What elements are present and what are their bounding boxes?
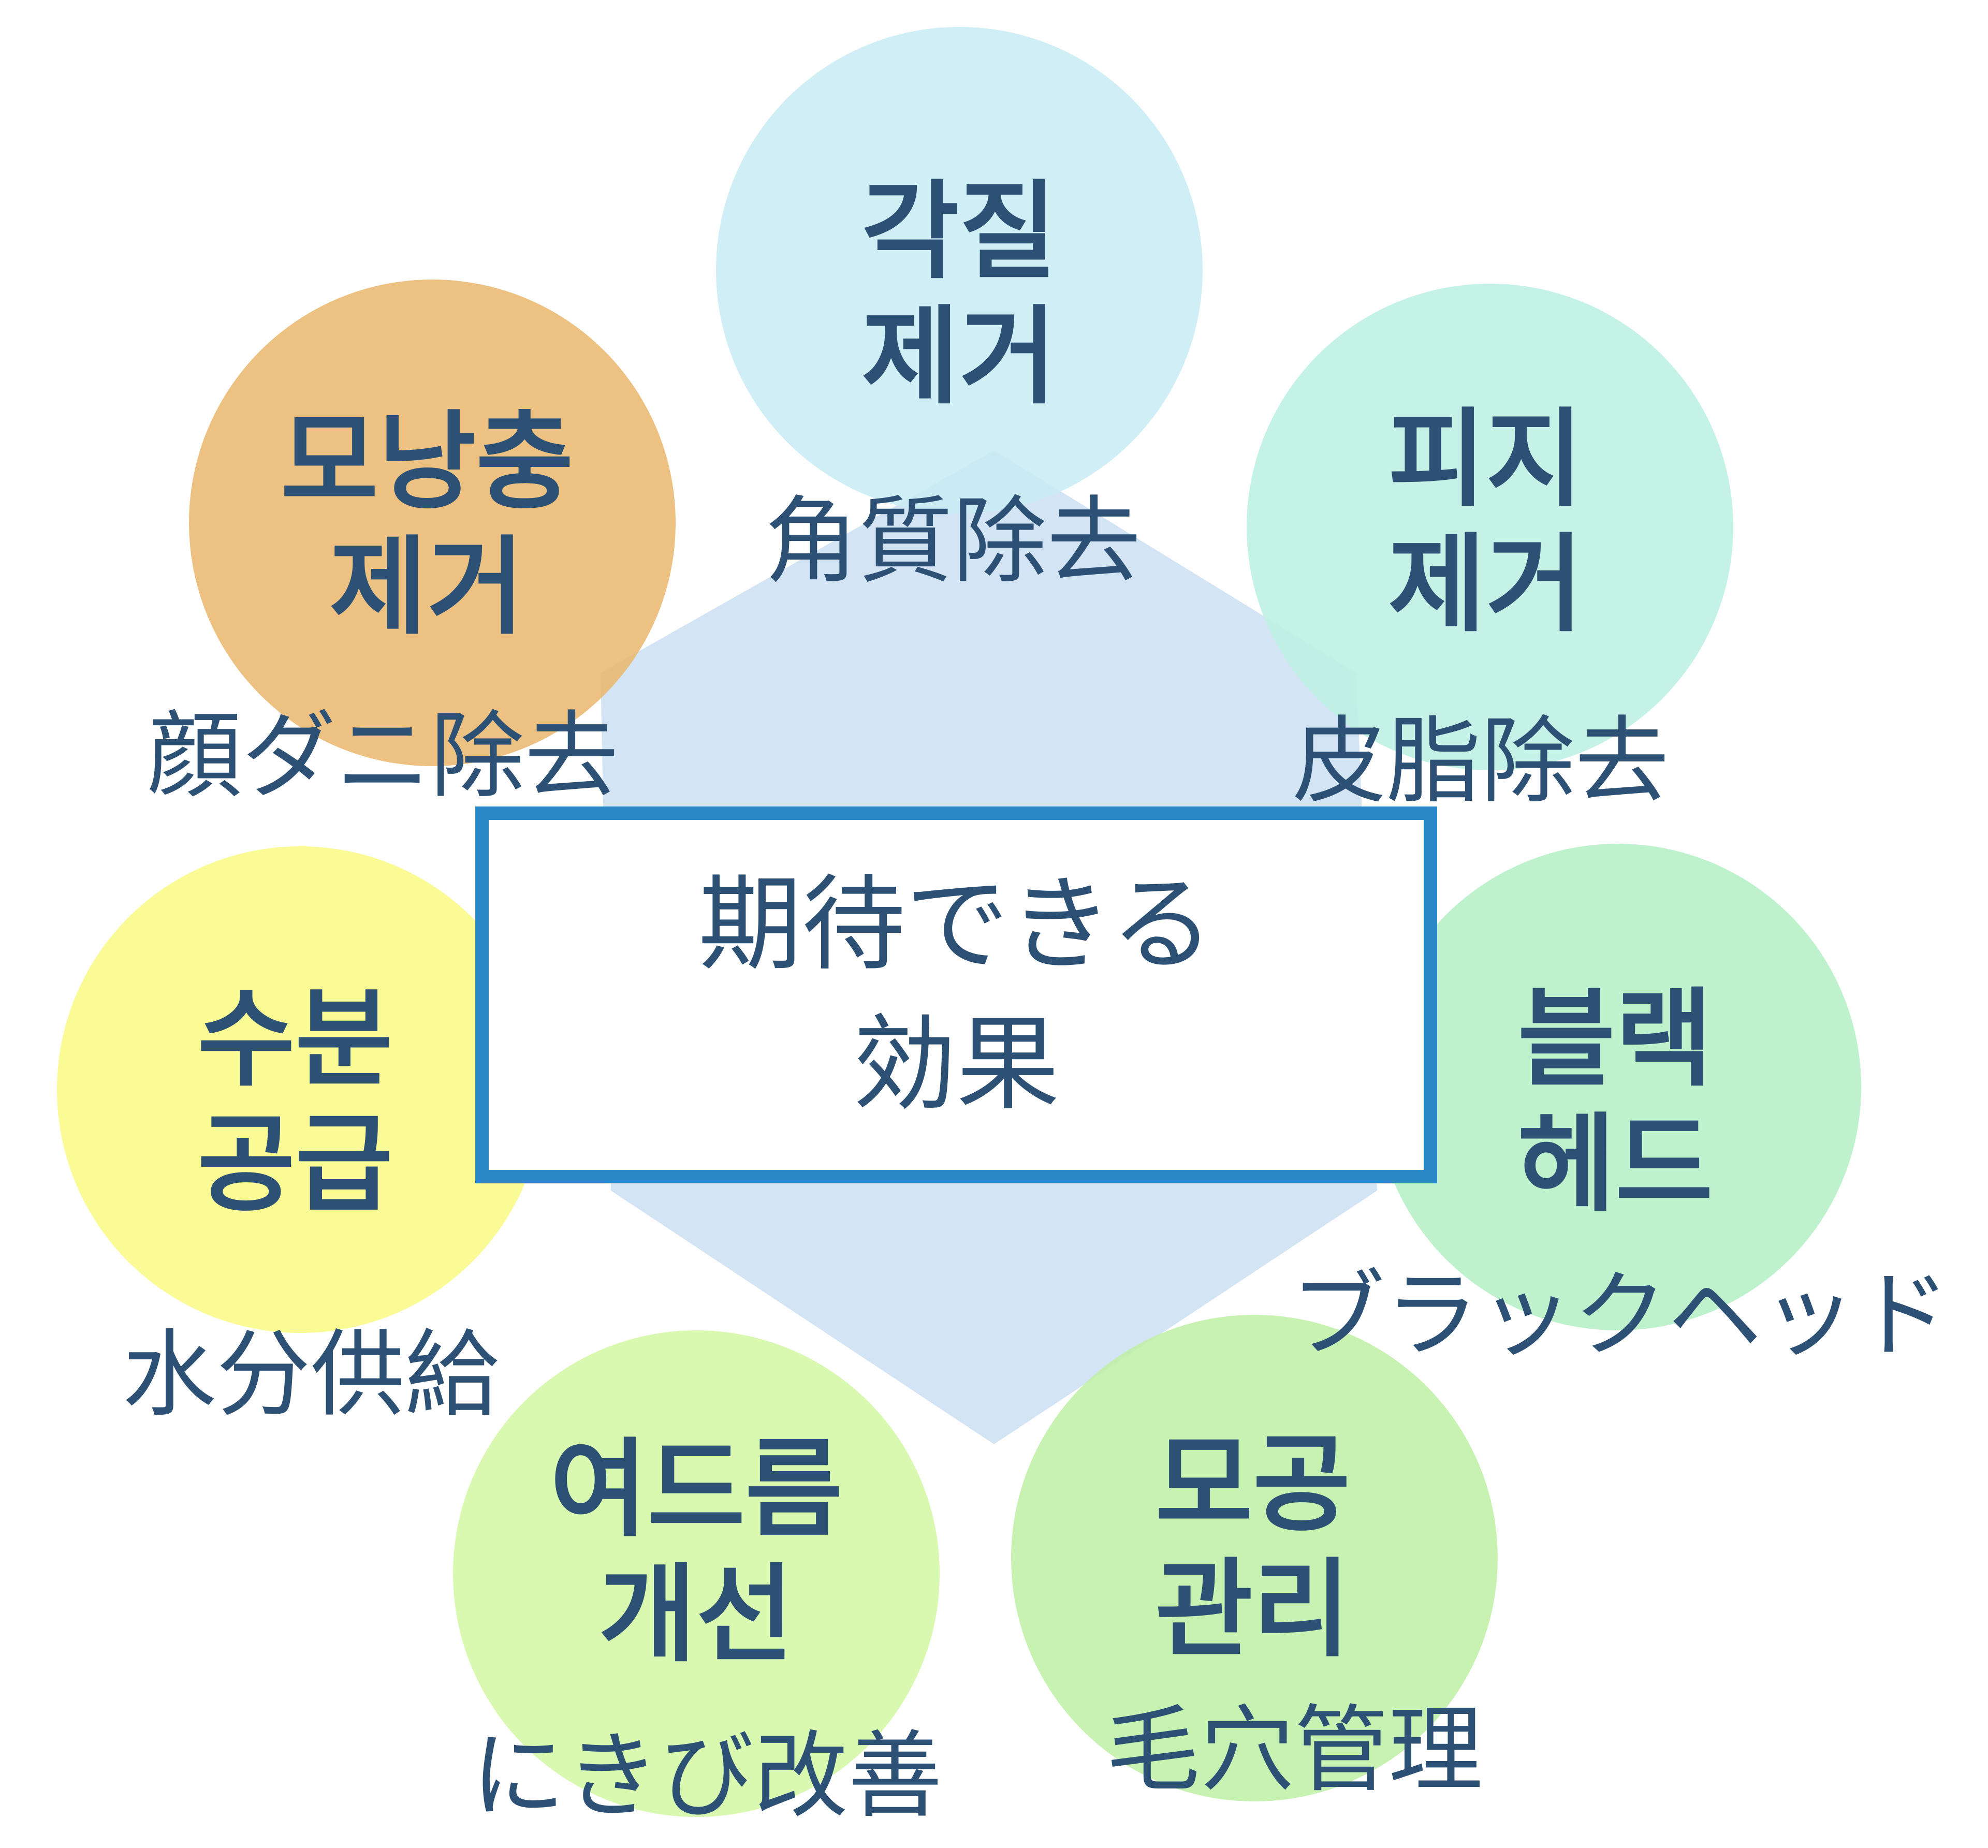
label-ko-pore: 모공 관리 bbox=[1155, 1423, 1351, 1671]
circle-sebum bbox=[1247, 284, 1733, 770]
circle-mite bbox=[189, 280, 676, 766]
label-ko-exfoliation: 각질 제거 bbox=[861, 170, 1057, 419]
label-ja-sebum: 皮脂除去 bbox=[1292, 706, 1669, 816]
label-ko-acne: 여드름 개선 bbox=[550, 1428, 843, 1677]
label-ja-acne: にきび改善 bbox=[471, 1721, 942, 1831]
circle-moisture bbox=[57, 846, 544, 1333]
center-box: 期待できる 効果 bbox=[475, 806, 1437, 1183]
label-ko-moisture: 수분 공급 bbox=[197, 978, 393, 1226]
circle-pore bbox=[1011, 1315, 1498, 1801]
label-ja-exfoliation: 角質除去 bbox=[764, 486, 1141, 596]
label-ja-blackhead: ブラックヘッド bbox=[1291, 1260, 1950, 1370]
label-ko-blackhead: 블랙 헤드 bbox=[1517, 978, 1713, 1226]
label-ko-sebum: 피지 제거 bbox=[1388, 398, 1584, 647]
label-ja-mite: 顔ダニ除去 bbox=[148, 701, 619, 811]
circle-acne bbox=[453, 1330, 940, 1817]
label-ja-pore: 毛穴管理 bbox=[1106, 1695, 1483, 1805]
circle-exfoliation bbox=[716, 27, 1203, 514]
label-ja-moisture: 水分供給 bbox=[122, 1319, 499, 1430]
label-ko-mite: 모낭충 제거 bbox=[281, 401, 574, 649]
center-title: 期待できる 効果 bbox=[698, 864, 1214, 1125]
circle-blackhead bbox=[1375, 844, 1861, 1330]
